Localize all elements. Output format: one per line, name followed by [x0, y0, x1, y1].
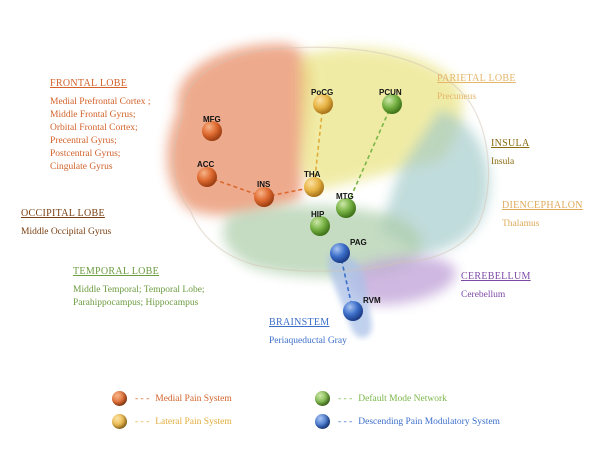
diencephalon-block: DIENCEPHALON Thalamus: [502, 199, 583, 231]
insula-block: INSULA Insula: [491, 137, 529, 169]
frontal-item: Orbital Frontal Cortex;: [50, 123, 138, 133]
cerebellum-item: Cerebellum: [461, 290, 506, 300]
frontal-lobe-title: FRONTAL LOBE: [50, 78, 128, 89]
node-label-hip: HIP: [311, 210, 325, 219]
temporal-item: Middle Temporal; Temporal Lobe;: [73, 285, 205, 295]
legend-lateral-label: Lateral Pain System: [155, 416, 232, 427]
frontal-lobe-shape: [167, 43, 312, 216]
cerebellum-block: CEREBELLUM Cerebellum: [461, 270, 531, 302]
brain-outline: [173, 46, 490, 272]
nodes: [197, 94, 402, 321]
legend-descending-label: Descending Pain Modulatory System: [358, 416, 500, 427]
node-acc: [197, 167, 217, 187]
parietal-lobe-title: PARIETAL LOBE: [437, 73, 516, 84]
node-mtg: [336, 198, 356, 218]
occipital-item: Middle Occipital Gyrus: [21, 227, 112, 237]
occipital-lobe-title: OCCIPITAL LOBE: [21, 208, 105, 219]
insula-item: Insula: [491, 157, 515, 167]
node-label-pcun: PCUN: [379, 88, 402, 97]
occipital-lobe-block: OCCIPITAL LOBE Middle Occipital Gyrus: [21, 207, 111, 239]
node-ins: [254, 187, 274, 207]
brainstem-item: Periaqueductal Gray: [269, 336, 347, 346]
node-hip: [310, 216, 330, 236]
frontal-item: Precentral Gyrus;: [50, 136, 117, 146]
legend-medial-dash: - - -: [135, 393, 150, 404]
frontal-item: Cingulate Gyrus: [50, 162, 113, 172]
cerebellum-title: CEREBELLUM: [461, 271, 531, 282]
frontal-item: Postcentral Gyrus;: [50, 149, 121, 159]
node-pcun: [382, 94, 402, 114]
temporal-lobe-shape: [223, 205, 422, 278]
frontal-lobe-block: FRONTAL LOBE Medial Prefrontal Cortex ; …: [50, 77, 151, 174]
temporal-item: Parahippocampus; Hippocampus: [73, 298, 199, 308]
cerebellum-shape: [346, 256, 456, 305]
node-label-ins: INS: [257, 180, 271, 189]
node-label-rvm: RVM: [363, 296, 381, 305]
legend-medial-label: Medial Pain System: [155, 393, 232, 404]
parietal-item: Precuneus: [437, 92, 477, 102]
temporal-lobe-title: TEMPORAL LOBE: [73, 266, 160, 277]
legend-dmn: - - - Default Mode Network: [315, 391, 447, 406]
node-mfg: [202, 121, 222, 141]
legend-dmn-dash: - - -: [338, 393, 353, 404]
node-rvm: [343, 301, 363, 321]
node-label-mfg: MFG: [203, 115, 221, 124]
occipital-lobe-shape: [380, 110, 490, 255]
legend-lateral-dot: [112, 414, 127, 429]
frontal-item: Medial Prefrontal Cortex ;: [50, 97, 151, 107]
legend-descending-dot: [315, 414, 330, 429]
node-pocg: [313, 94, 333, 114]
frontal-item: Middle Frontal Gyrus;: [50, 110, 136, 120]
legend-lateral-dash: - - -: [135, 416, 150, 427]
node-label-mtg: MTG: [336, 192, 354, 201]
diencephalon-title: DIENCEPHALON: [502, 200, 583, 211]
legend-dmn-label: Default Mode Network: [358, 393, 447, 404]
edge-pcun-mtg: [345, 103, 393, 209]
edge-acc-ins: [206, 176, 265, 198]
node-label-acc: ACC: [197, 160, 215, 169]
node-label-tha: THA: [304, 170, 321, 179]
legend-lateral: - - - Lateral Pain System: [112, 414, 232, 429]
legend-medial-dot: [112, 391, 127, 406]
diencephalon-item: Thalamus: [502, 219, 540, 229]
node-label-pag: PAG: [350, 238, 367, 247]
legend-medial: - - - Medial Pain System: [112, 391, 232, 406]
parietal-lobe-block: PARIETAL LOBE Precuneus: [437, 72, 516, 104]
legend-descending: - - - Descending Pain Modulatory System: [315, 414, 500, 429]
insula-title: INSULA: [491, 138, 530, 149]
brainstem-title: BRAINSTEM: [269, 317, 330, 328]
brainstem-block: BRAINSTEM Periaqueductal Gray: [269, 316, 347, 348]
legend-descending-dash: - - -: [338, 416, 353, 427]
legend-dmn-dot: [315, 391, 330, 406]
node-labels: MFG ACC INS PoCG THA PCUN MTG HIP PAG RV…: [197, 88, 402, 305]
node-tha: [304, 177, 324, 197]
temporal-lobe-block: TEMPORAL LOBE Middle Temporal; Temporal …: [73, 265, 205, 310]
node-label-pocg: PoCG: [311, 88, 333, 97]
node-pag: [330, 243, 350, 263]
